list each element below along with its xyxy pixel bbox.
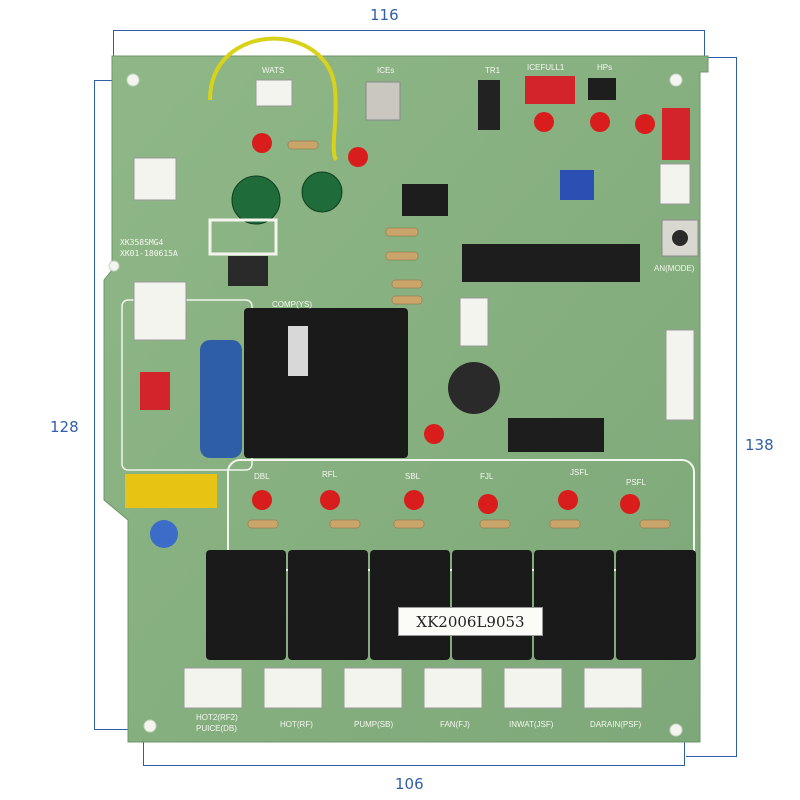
- silk-conn-darain: DARAIN(PSF): [590, 720, 642, 729]
- silk-conn-fan: FAN(FJ): [440, 720, 470, 729]
- silk-ices: ICEs: [377, 66, 395, 75]
- top-dimension-tick-right: [704, 30, 705, 68]
- electrolytic-capacitor: [231, 175, 281, 225]
- electrolytic-capacitor: [301, 171, 343, 213]
- silk-icefull1: ICEFULL1: [527, 63, 565, 72]
- heatsink: [208, 218, 278, 256]
- part-number-sticker: XK2006L9053: [398, 607, 543, 636]
- silk-led-sbl: SBL: [405, 472, 421, 481]
- mount-hole: [669, 73, 683, 87]
- mount-hole: [143, 719, 157, 733]
- silk-conn-hot: HOT(RF): [280, 720, 313, 729]
- film-capacitor: [200, 340, 242, 458]
- right-dimension-tick-bottom: [686, 756, 737, 757]
- yellow-wire: [208, 36, 338, 162]
- silk-conn-pump: PUMP(SB): [354, 720, 394, 729]
- mount-hole: [126, 73, 140, 87]
- potentiometer: [560, 170, 594, 200]
- silk-an-mode: AN(MODE): [654, 264, 695, 273]
- silk-conn-puice: PUICE(DB): [196, 724, 237, 733]
- top-dimension-line: [113, 30, 704, 31]
- blue-disc-capacitor: [150, 520, 178, 548]
- silk-led-dbl: DBL: [254, 472, 270, 481]
- silk-wats: WATS: [262, 66, 285, 75]
- tr1-connector: [478, 80, 500, 130]
- right-dimension-line: [736, 57, 737, 757]
- driver-chip: [508, 418, 604, 452]
- wats-connector: [255, 79, 293, 107]
- top-dimension-value: 116: [370, 6, 399, 24]
- bottom-connectors: [183, 667, 643, 709]
- j5-connector: [459, 297, 489, 347]
- icefull1-connector: [525, 76, 575, 104]
- silk-revision: XK01-180615A: [120, 249, 178, 258]
- left-dimension-value: 128: [50, 418, 79, 436]
- silk-led-psfl: PSFL: [626, 478, 647, 487]
- silk-tr1: TR1: [485, 66, 501, 75]
- microcontroller-chip: [462, 244, 640, 282]
- small-ic: [402, 184, 448, 216]
- ac12v-connector: [133, 157, 177, 201]
- mode-button-cap: [672, 230, 688, 246]
- silk-conn-inwat: INWAT(JSF): [509, 720, 554, 729]
- buzzer: [448, 362, 500, 414]
- left-dimension-tick-top: [94, 80, 116, 81]
- silk-hps: HPs: [597, 63, 613, 72]
- bottom-dimension-tick-right: [684, 735, 685, 766]
- silk-model: XK358SMG4: [120, 238, 164, 247]
- icefull2-connector: [662, 108, 690, 160]
- left-dimension-tick-bottom: [94, 729, 144, 730]
- ices-connector: [365, 81, 401, 121]
- yellow-capacitor: [125, 474, 217, 508]
- silk-led-rfl: RFL: [322, 470, 338, 479]
- resistors: [247, 140, 671, 529]
- bottom-dimension-value: 106: [395, 775, 424, 793]
- main-relay-latch: [288, 326, 308, 376]
- relay-leds: [252, 490, 640, 514]
- bottom-dimension-tick-left: [143, 735, 144, 766]
- onoff-connector: [140, 372, 170, 410]
- right-dimension-tick-top: [686, 57, 737, 58]
- fans-connector: [659, 163, 691, 205]
- bottom-dimension-line: [143, 765, 684, 766]
- silk-led-jsfl: JSFL: [570, 468, 589, 477]
- left-dimension-line: [94, 80, 95, 730]
- silk-comp-ys: COMP(YS): [272, 300, 312, 309]
- top-leds: [252, 112, 655, 444]
- right-dimension-value: 138: [745, 436, 774, 454]
- top-dimension-tick-left: [113, 30, 114, 72]
- silk-led-fjl: FJL: [480, 472, 494, 481]
- cz3-connector: [665, 329, 695, 421]
- silk-conn-hot2: HOT2(RF2): [196, 713, 238, 722]
- voltage-regulator: [228, 256, 268, 286]
- mount-hole: [669, 723, 683, 737]
- hps-connector: [588, 78, 616, 100]
- main-relay: [244, 308, 408, 458]
- mount-hole: [108, 260, 120, 272]
- ac220v-connector: [133, 281, 187, 341]
